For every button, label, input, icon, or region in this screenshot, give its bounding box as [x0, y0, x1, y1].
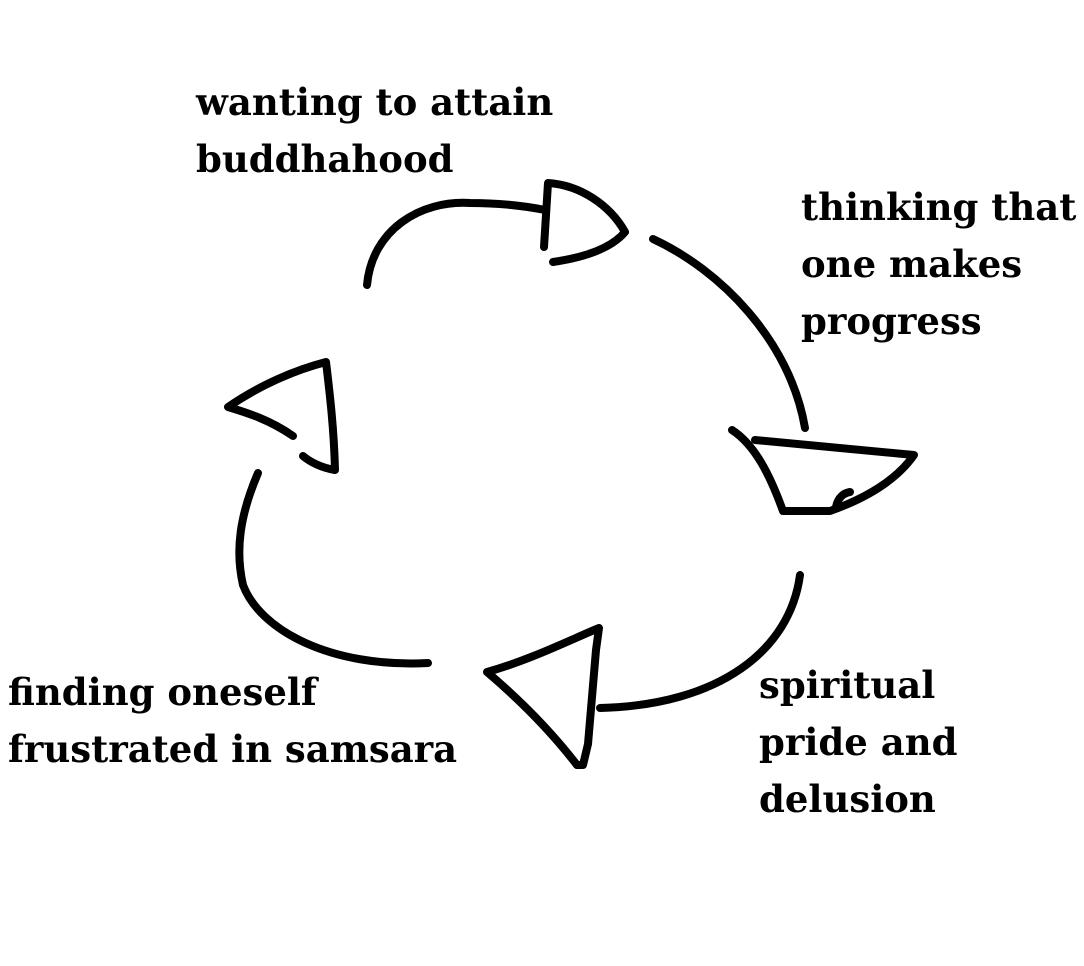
arrowhead-left [224, 358, 339, 474]
arc-left [235, 469, 432, 668]
stage-label-line: pride and [759, 720, 958, 764]
stage-label-line: finding oneself [8, 670, 317, 714]
arc-top [363, 198, 549, 289]
stage-label-wanting-buddhahood: wanting to attain buddhahood [196, 74, 553, 188]
arc-right [649, 235, 809, 432]
arc-bottom [596, 571, 804, 712]
arrowhead-top [540, 179, 629, 266]
stage-label-frustrated-samsara: finding oneself frustrated in samsara [8, 664, 457, 778]
stage-label-line: frustrated in samsara [8, 727, 458, 771]
arrowhead-bottom [483, 624, 603, 769]
stage-label-line: spiritual [759, 663, 936, 707]
stage-label-line: progress [801, 299, 982, 343]
stage-label-line: thinking that [801, 185, 1077, 229]
stage-label-line: one makes [801, 242, 1023, 286]
stage-label-thinking-progress: thinking that one makes progress [801, 179, 1076, 350]
arrowhead-right [728, 426, 918, 515]
stage-label-line: delusion [759, 777, 936, 821]
stage-label-line: buddhahood [196, 137, 454, 181]
arrowhead-right-hook [832, 488, 854, 511]
stage-label-spiritual-pride: spiritual pride and delusion [759, 657, 957, 828]
stage-label-line: wanting to attain [196, 80, 554, 124]
